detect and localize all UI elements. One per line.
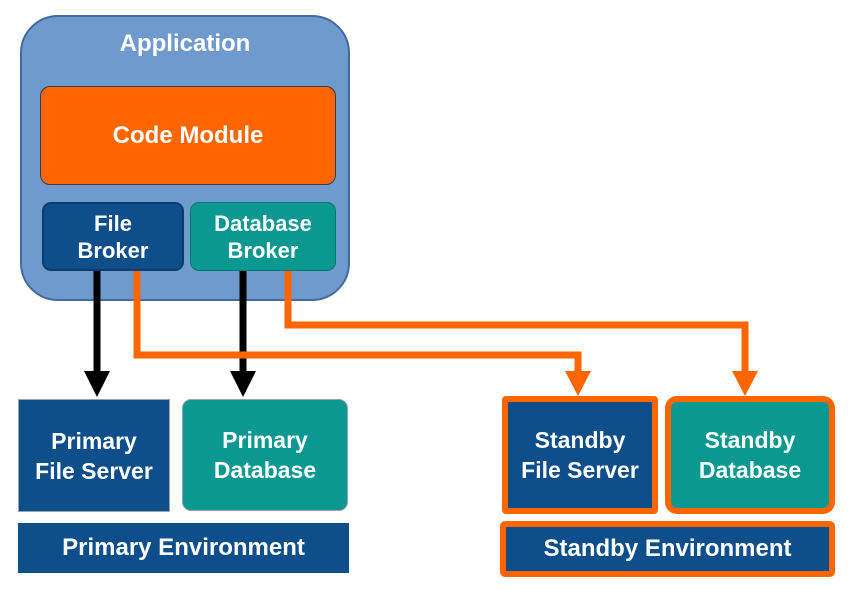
file-broker-label: File Broker [77, 210, 149, 263]
standby-environment-bar: Standby Environment [500, 521, 835, 577]
code-module-label: Code Module [112, 121, 264, 149]
standby-environment-label: Standby Environment [543, 535, 792, 562]
application-label: Application [119, 30, 251, 57]
standby-file-server-label: Standby File Server [521, 427, 639, 483]
standby-database-label: Standby Database [698, 427, 802, 483]
standby-database-node: Standby Database [665, 396, 835, 514]
primary-database-node: Primary Database [182, 399, 348, 511]
primary-file-server-label: Primary File Server [35, 427, 153, 484]
code-module-node: Code Module [40, 86, 336, 185]
arrow-database-broker-to-standby-database [284, 271, 758, 396]
standby-file-server-node: Standby File Server [502, 396, 658, 514]
database-broker-node: Database Broker [190, 202, 336, 271]
database-broker-label: Database Broker [214, 210, 312, 263]
primary-database-label: Primary Database [213, 427, 317, 483]
primary-environment-label: Primary Environment [62, 534, 305, 561]
primary-environment-bar: Primary Environment [18, 523, 349, 573]
file-broker-node: File Broker [42, 202, 184, 271]
primary-file-server-node: Primary File Server [18, 399, 170, 512]
